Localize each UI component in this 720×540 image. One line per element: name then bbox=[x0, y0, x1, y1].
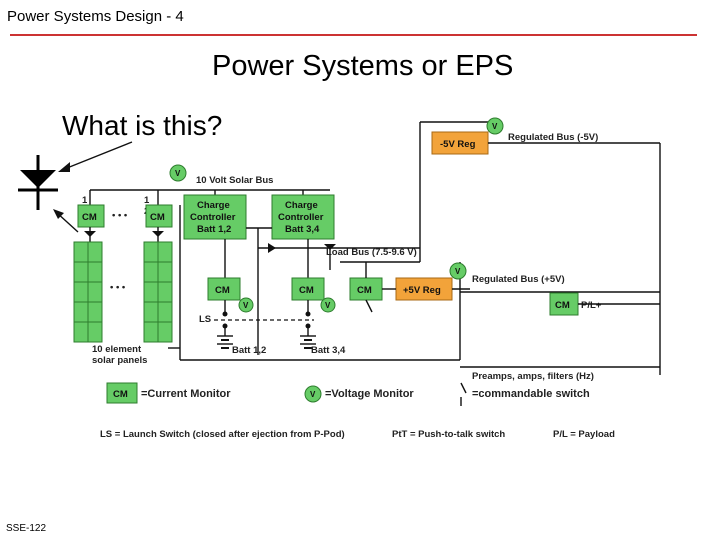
note-push-to-talk: PtT = Push-to-talk switch bbox=[392, 429, 505, 440]
voltage-monitor-batt34-label: V bbox=[325, 301, 331, 310]
solar-panels-label-line1: 10 element bbox=[92, 344, 142, 355]
cc34-label-line1: Charge bbox=[285, 200, 318, 211]
charge-controller-batt12 bbox=[183, 194, 247, 240]
pointer-arrowhead-bottom bbox=[53, 209, 64, 219]
minus5-regulator-label: -5V Reg bbox=[440, 139, 476, 150]
voltage-monitor-plus5-label: V bbox=[455, 267, 461, 276]
preamps-label: Preamps, amps, filters (Hz) bbox=[472, 371, 594, 382]
cm-panel-b bbox=[145, 204, 173, 228]
legend-voltage-monitor: =Voltage Monitor bbox=[325, 388, 414, 400]
regulated-bus-minus-label: Regulated Bus (-5V) bbox=[508, 132, 598, 143]
cc34-label-line2: Controller bbox=[278, 212, 324, 223]
cm-batt12-label: CM bbox=[215, 285, 230, 296]
plus5-regulator-label: +5V Reg bbox=[403, 285, 441, 296]
diode-load-bus bbox=[268, 243, 276, 253]
legend-current-monitor: =Current Monitor bbox=[141, 388, 231, 400]
solar-panel-a bbox=[73, 241, 103, 343]
launch-switch-label: LS bbox=[199, 314, 211, 325]
batt12-label: Batt 1,2 bbox=[232, 345, 266, 356]
panel-ellipsis-top: • • • bbox=[112, 210, 128, 221]
battery-12-icon bbox=[217, 335, 233, 349]
cm-load-label: CM bbox=[357, 285, 372, 296]
batt34-label: Batt 3,4 bbox=[311, 345, 346, 356]
cc12-label-line2: Controller bbox=[190, 212, 236, 223]
payload-plus-label: P/L+ bbox=[581, 300, 602, 311]
switch-load bbox=[365, 299, 373, 313]
panel-number-1b: 1 bbox=[144, 195, 150, 206]
legend-commandable-switch: =commandable switch bbox=[472, 388, 590, 400]
slide-footer: SSE-122 bbox=[6, 523, 47, 534]
slide-question: What is this? bbox=[62, 110, 223, 141]
load-bus-label: Load Bus (7.5-9.6 V) bbox=[326, 247, 417, 258]
diode-panel-a bbox=[84, 231, 96, 237]
voltage-monitor-plus5 bbox=[449, 262, 467, 280]
voltage-monitor-minus5-label: V bbox=[492, 122, 498, 131]
cm-panel-a bbox=[77, 204, 105, 228]
note-payload: P/L = Payload bbox=[553, 429, 615, 440]
voltage-monitor-minus5 bbox=[486, 117, 504, 135]
diode-panel-b bbox=[152, 231, 164, 237]
voltage-monitor-solar-bus bbox=[169, 164, 187, 182]
pointer-arrowhead-top bbox=[58, 162, 70, 172]
cm-batt34-label: CM bbox=[299, 285, 314, 296]
slide-title: Power Systems or EPS bbox=[212, 50, 514, 82]
pointer-arrow-top bbox=[61, 141, 133, 171]
note-launch-switch: LS = Launch Switch (closed after ejectio… bbox=[100, 429, 345, 440]
legend-switch-icon bbox=[460, 382, 467, 406]
header-divider bbox=[10, 34, 697, 36]
solar-bus-label: 10 Volt Solar Bus bbox=[196, 175, 273, 186]
voltage-monitor-batt12 bbox=[238, 297, 254, 313]
regulated-bus-plus-label: Regulated Bus (+5V) bbox=[472, 274, 565, 285]
solar-panels-label-line2: solar panels bbox=[92, 355, 147, 366]
diode-icon bbox=[18, 155, 58, 210]
legend-v-swatch-label: V bbox=[310, 390, 316, 399]
legend-cm-swatch-label: CM bbox=[113, 389, 128, 400]
switch-node-batt34 bbox=[305, 311, 311, 317]
legend-v-swatch bbox=[304, 385, 322, 403]
panel-ellipsis-middle: • • • bbox=[110, 282, 126, 293]
voltage-monitor-batt12-label: V bbox=[243, 301, 249, 310]
voltage-monitor-solar-bus-label: V bbox=[175, 169, 181, 178]
diode-load-tap bbox=[324, 244, 336, 250]
battery-34-icon bbox=[300, 335, 316, 349]
slide-header: Power Systems Design - 4 bbox=[7, 8, 184, 25]
cm-batt12 bbox=[207, 277, 241, 301]
charge-controller-batt34 bbox=[271, 194, 335, 240]
cc12-label-line1: Charge bbox=[197, 200, 230, 211]
panel-number-1a: 1 bbox=[82, 195, 88, 206]
voltage-monitor-batt34 bbox=[320, 297, 336, 313]
cm-panel-a-label: CM bbox=[82, 212, 97, 223]
solar-panel-b bbox=[143, 241, 173, 343]
cc12-label-line3: Batt 1,2 bbox=[197, 224, 231, 235]
switch-node-batt12 bbox=[222, 311, 228, 317]
cm-panel-b-label: CM bbox=[150, 212, 165, 223]
cc34-label-line3: Batt 3,4 bbox=[285, 224, 320, 235]
cm-payload-label: CM bbox=[555, 300, 570, 311]
legend-cm-swatch bbox=[106, 382, 138, 404]
